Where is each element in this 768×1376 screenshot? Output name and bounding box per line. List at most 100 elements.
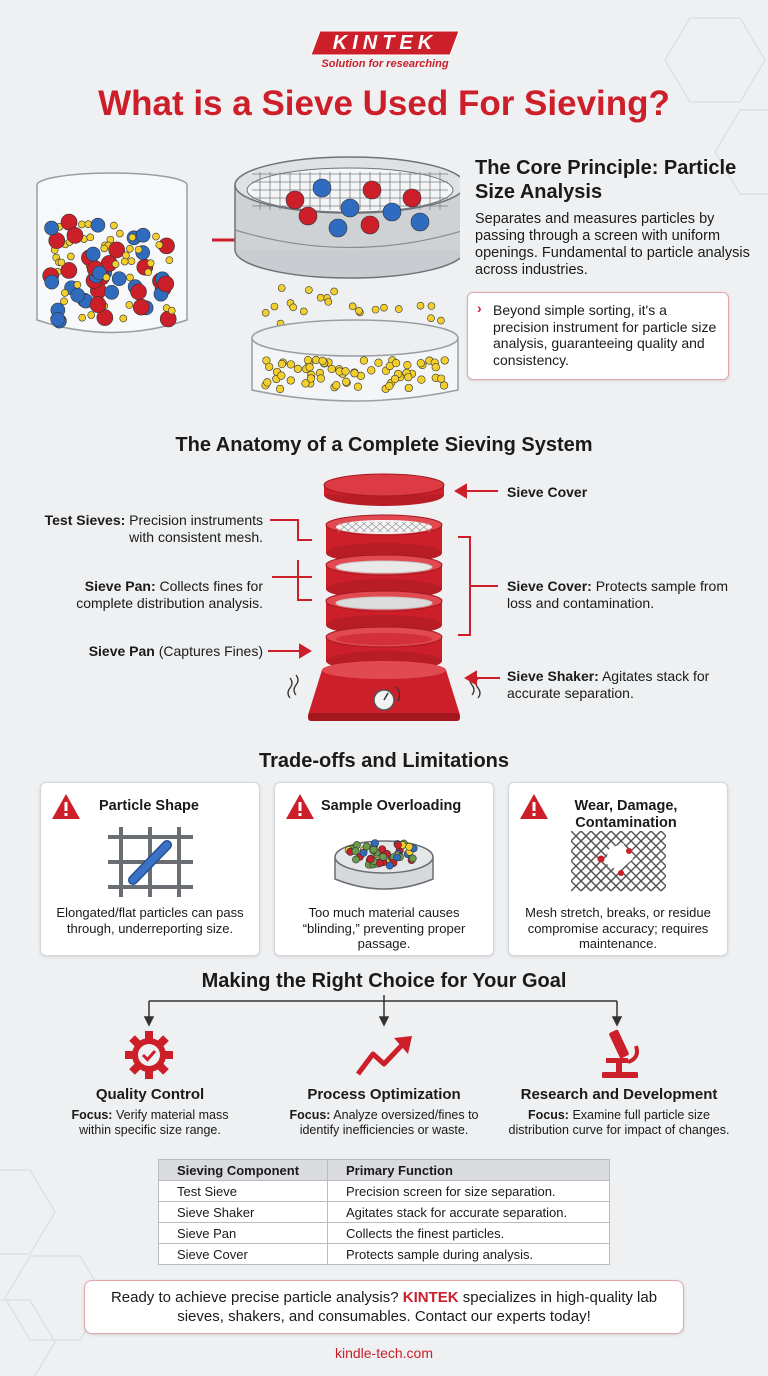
collected-particle <box>359 356 369 365</box>
label-sieve-shaker: Sieve Shaker: Agitates stack for accurat… <box>507 668 737 702</box>
collected-particle <box>306 374 316 383</box>
goal-focus-text: Analyze oversized/fines to identify inef… <box>299 1108 479 1137</box>
table-row: Sieve Shaker Agitates stack for accurate… <box>158 1201 610 1223</box>
collected-particle <box>404 373 413 382</box>
fine-particle <box>87 311 96 319</box>
mesh-wire <box>640 864 666 892</box>
falling-particle <box>371 305 380 314</box>
label-sieve-shaker-desc: Agitates stack for accurate separation. <box>507 668 710 701</box>
goal-description: Focus: Examine full particle size distri… <box>508 1108 730 1138</box>
warning-icon <box>52 794 80 819</box>
logo-badge <box>310 30 460 56</box>
fine-particle <box>110 221 118 230</box>
overload-particle <box>351 847 360 856</box>
card-title: Particle Shape <box>99 798 199 814</box>
overload-particle <box>375 859 384 868</box>
falling-particle <box>299 307 308 316</box>
warning-icon <box>286 794 314 819</box>
collected-particle <box>341 377 351 386</box>
falling-particle <box>416 301 425 310</box>
large-particle <box>130 283 147 301</box>
sieving-illustration <box>36 156 460 402</box>
medium-particle <box>70 287 85 303</box>
overload-particle <box>405 842 414 851</box>
website-link[interactable]: kindle-tech.com <box>334 1345 434 1361</box>
goal-focus-text: Examine full particle size distribution … <box>508 1108 730 1137</box>
collected-particle <box>332 381 341 390</box>
large-particle <box>132 298 150 316</box>
beaker <box>36 172 188 334</box>
retained-particle <box>298 206 318 226</box>
falling-particle <box>437 316 445 325</box>
fine-particle <box>78 220 86 229</box>
overload-particle <box>366 855 375 864</box>
card-sample-overloading: Sample Overloading Too much material cau… <box>274 782 494 956</box>
collected-particle <box>263 378 272 387</box>
table-cell: Sieve Cover <box>158 1243 328 1265</box>
mesh-particle-icon <box>108 827 193 897</box>
collected-particle <box>341 367 350 376</box>
table-row: Sieve Pan Collects the finest particles. <box>158 1222 610 1244</box>
label-sieve-cover: Sieve Cover: Protects sample from loss a… <box>507 578 737 612</box>
fine-particle <box>100 244 109 253</box>
overload-particle <box>352 855 360 864</box>
card-title: Sample Overloading <box>321 798 462 814</box>
overload-particle <box>369 845 378 854</box>
medium-particle <box>104 284 119 300</box>
collected-particle <box>391 358 401 368</box>
sieve <box>234 156 460 279</box>
falling-particle <box>427 314 435 322</box>
tagline: Solution for researching <box>321 58 449 70</box>
goal-focus-label: Focus: <box>289 1108 331 1122</box>
fine-particle <box>144 268 152 277</box>
overloaded-sieve-icon <box>334 839 434 890</box>
fine-particle <box>146 259 155 268</box>
collected-particle <box>374 358 383 367</box>
collected-particle <box>286 360 295 369</box>
collected-particle <box>385 381 394 391</box>
falling-particle <box>305 286 313 294</box>
logo: KINTEK <box>310 30 460 56</box>
retained-particle <box>328 218 348 238</box>
label-sieve-pan-desc: Collects fines for complete distribution… <box>76 578 263 611</box>
fine-particle <box>127 257 136 265</box>
table-cell: Precision screen for size separation. <box>327 1180 610 1202</box>
collected-particle <box>303 356 313 365</box>
goal-title: Process Optimization <box>307 1086 461 1103</box>
collection-dish <box>251 319 459 402</box>
table-cell: Test Sieve <box>158 1180 328 1202</box>
table-cell: Protects sample during analysis. <box>327 1243 610 1265</box>
medium-particle <box>85 246 101 262</box>
collected-particle <box>367 366 376 375</box>
card-description: Too much material causes “blinding,” pre… <box>302 905 466 951</box>
fine-particle <box>134 245 143 254</box>
collected-particle <box>440 356 449 365</box>
collected-particle <box>404 383 413 393</box>
label-test-sieves-desc: Precision instruments with consistent me… <box>129 512 263 545</box>
falling-particle <box>261 308 270 317</box>
falling-particle <box>277 284 286 292</box>
fine-particle <box>86 233 95 242</box>
fine-particle <box>128 233 137 242</box>
collected-particle <box>286 376 295 385</box>
mesh-wire <box>571 831 602 863</box>
goal-focus-label: Focus: <box>527 1108 569 1122</box>
cta-suffix: specializes in high-quality lab sieves, … <box>177 1289 658 1325</box>
label-sieve-pan-term: Sieve Pan: <box>84 578 156 594</box>
gear-check-icon <box>125 1031 173 1079</box>
large-particle <box>108 241 126 259</box>
overload-particle <box>359 848 368 857</box>
collected-particle <box>318 356 327 365</box>
overload-particle <box>362 842 371 851</box>
collected-particle <box>277 359 287 369</box>
collected-particle <box>353 382 363 391</box>
medium-particle <box>44 220 59 236</box>
fine-particle <box>73 280 82 289</box>
goal-title: Quality Control <box>95 1086 205 1103</box>
mesh-wire <box>640 831 666 858</box>
large-particle <box>66 227 84 244</box>
medium-particle <box>90 217 106 233</box>
fine-particle <box>111 260 120 268</box>
label-sieve-cover-desc: Protects sample from loss and contaminat… <box>507 578 728 611</box>
